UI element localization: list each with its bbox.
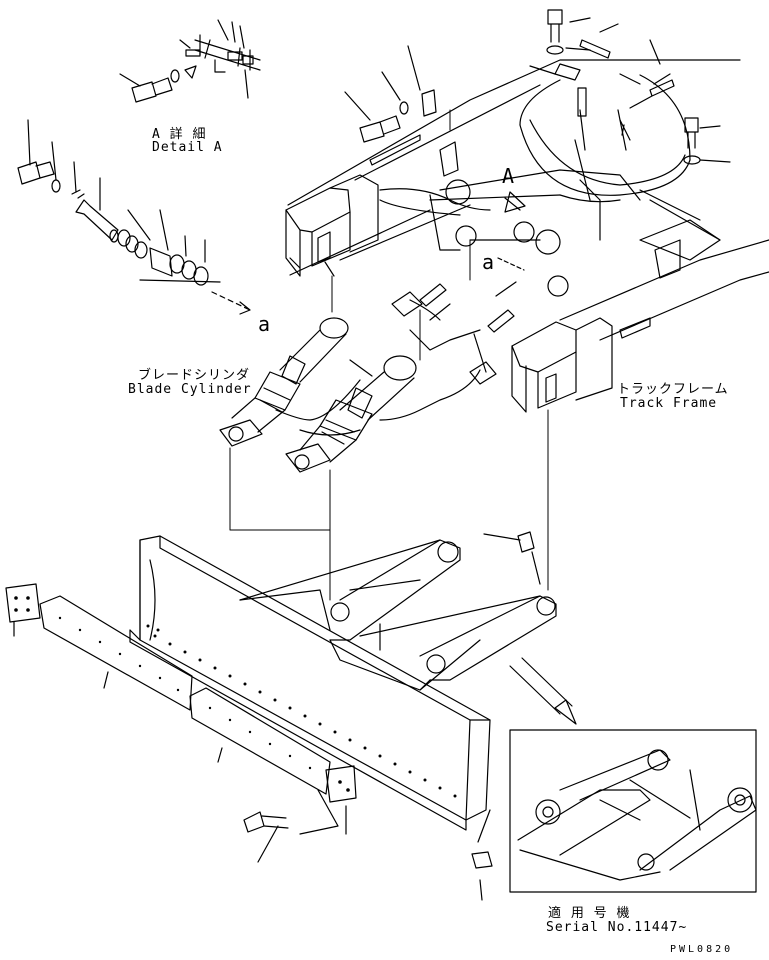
serial-detail-box (509, 729, 757, 893)
blade-cylinder-label-jp: ブレードシリンダ (138, 368, 251, 383)
marker-big-a: A (502, 164, 516, 188)
detail-a-label-jp: A 詳 細 (152, 127, 207, 142)
track-frame-upper (285, 59, 769, 413)
track-frame-label-en: Track Frame (620, 396, 718, 411)
detail-a-label-en: Detail A (152, 140, 223, 155)
blade-cylinders (219, 281, 517, 473)
assembly-guide-lines (229, 109, 549, 601)
drawing-code: PWL0820 (670, 944, 734, 955)
upper-bracket-bolt (344, 45, 459, 177)
blade-bolt-holes (146, 624, 457, 798)
detail-a-assembly (119, 19, 261, 103)
dozer-blade (129, 535, 491, 831)
marker-a-right: a (482, 250, 496, 274)
blade-cylinder-label-en: Blade Cylinder (128, 382, 252, 397)
callout-brackets (391, 291, 497, 385)
blade-arms (239, 531, 557, 691)
cutting-edges (5, 583, 493, 901)
pin-parts (17, 119, 251, 315)
serial-label-en: Serial No.11447~ (546, 920, 688, 935)
detail-pointer-arrow (509, 657, 577, 725)
top-right-fasteners (529, 9, 731, 165)
track-frame-label-jp: トラックフレーム (617, 382, 729, 397)
marker-a-left: a (258, 312, 272, 336)
serial-label-jp: 適 用 号 機 (548, 906, 631, 921)
